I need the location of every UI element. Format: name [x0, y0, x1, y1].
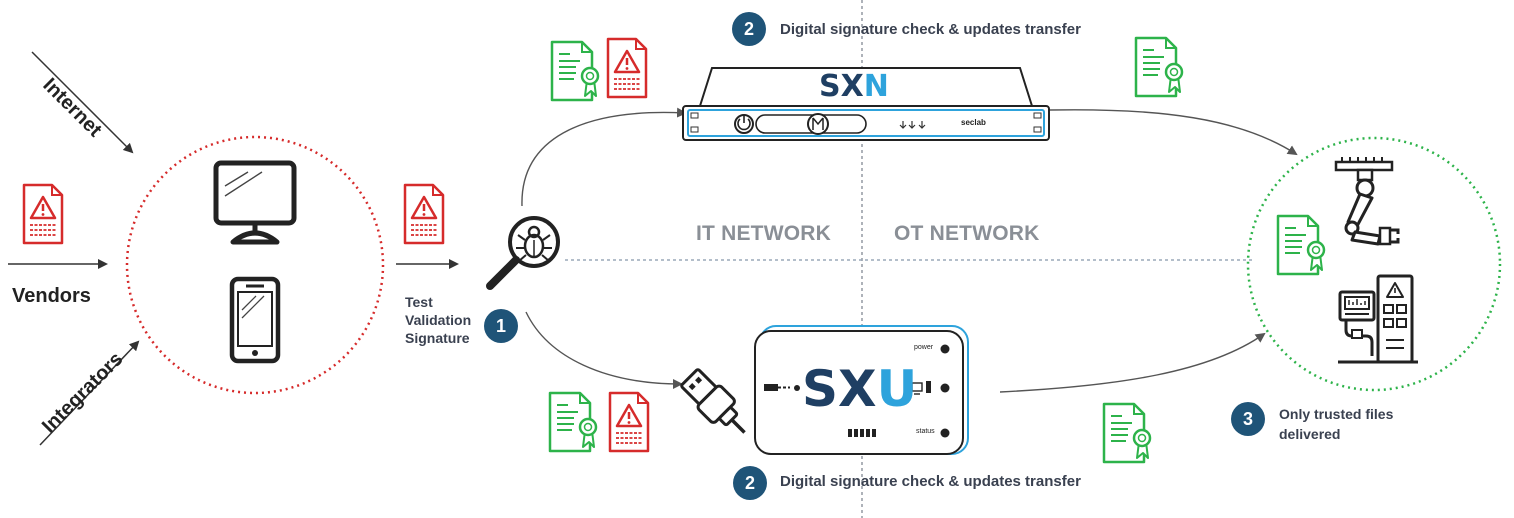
ot-network-label: OT NETWORK — [894, 222, 1040, 245]
control-panel-icon — [1338, 274, 1418, 364]
step-3-badge: 3 — [1231, 402, 1265, 436]
sxn-logo-sx: SX — [819, 69, 864, 104]
test-line: Test — [405, 294, 433, 310]
sxu-power-label: power — [914, 344, 934, 351]
trusted-circle — [1246, 136, 1502, 392]
step-3-line-2: delivered — [1279, 426, 1341, 442]
flow-to-usb-arrow — [525, 311, 683, 389]
signature-line: Signature — [405, 330, 470, 346]
step-2-badge-bottom: 2 — [733, 466, 767, 500]
vendors-label: Vendors — [12, 285, 91, 307]
step-2-badge-top: 2 — [732, 12, 766, 46]
it-network-label: IT NETWORK — [696, 222, 831, 245]
smartphone-icon — [229, 276, 281, 364]
internet-arrow — [31, 51, 134, 154]
sources-circle — [125, 135, 385, 395]
step-2-label-bottom: Digital signature check & updates transf… — [780, 473, 1081, 490]
integrators-arrow — [39, 340, 140, 446]
warning-file-icon-mid — [403, 183, 445, 245]
sxn-device — [682, 67, 1050, 141]
sxu-status-label: status — [916, 428, 935, 435]
validation-line: Validation — [405, 312, 472, 328]
test-validation-signature-label: Test Validation Signature — [405, 293, 471, 347]
certificate-file-icon-top-a — [550, 40, 600, 102]
step-3-label: Only trusted files delivered — [1279, 404, 1393, 444]
sxu-logo: SXU — [802, 361, 917, 417]
sxu-logo-sx: SX — [802, 360, 877, 418]
step-1-badge: 1 — [484, 309, 518, 343]
magnifier-bug-icon — [486, 216, 560, 290]
monitor-icon — [213, 160, 297, 245]
sxn-logo-n: N — [863, 69, 889, 104]
warning-file-icon-top — [606, 37, 648, 99]
flow-sxn-to-ot-arrow — [1049, 109, 1298, 156]
flow-sxu-to-ot-arrow — [999, 332, 1266, 393]
certificate-file-icon-top-right — [1134, 36, 1184, 98]
step-2-label-top: Digital signature check & updates transf… — [780, 21, 1081, 38]
certificate-file-icon-inside-circle — [1276, 214, 1326, 276]
sxu-device — [754, 325, 969, 455]
flow-to-sxn-arrow — [521, 107, 687, 207]
step-3-line-1: Only trusted files — [1279, 406, 1394, 422]
usb-plug-icon — [680, 368, 746, 434]
sxu-logo-u: U — [876, 360, 918, 418]
sxn-brand: seclab — [961, 118, 986, 127]
warning-file-icon-left — [22, 183, 64, 245]
warning-file-icon-bottom — [608, 391, 650, 453]
certificate-file-icon-bottom-right — [1102, 402, 1152, 464]
sxn-logo: SXN — [819, 70, 889, 104]
certificate-file-icon-bottom-a — [548, 391, 598, 453]
robot-arm-icon — [1334, 157, 1400, 246]
